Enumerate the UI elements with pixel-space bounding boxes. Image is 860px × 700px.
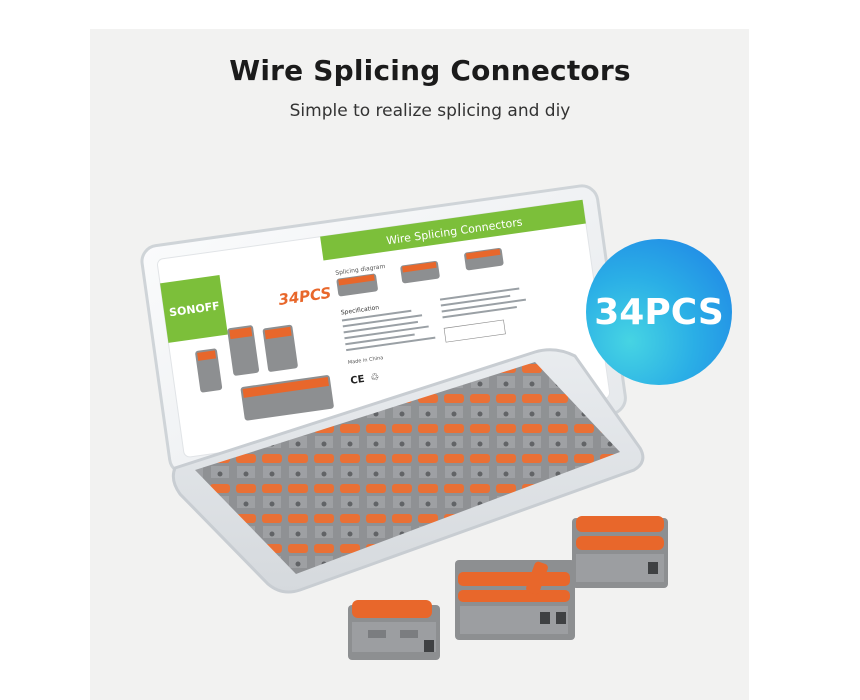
svg-text:♲: ♲: [370, 372, 380, 384]
label-banner: [320, 199, 586, 261]
quantity-badge: 34PCS: [586, 239, 732, 385]
box-tray: [171, 348, 645, 594]
connector-rows: [195, 362, 620, 574]
connector-single: [348, 600, 440, 660]
connector-double: [572, 516, 668, 588]
page-title: Wire Splicing Connectors: [229, 54, 631, 87]
label-brand-block: [160, 275, 228, 343]
made-in: Made in China: [348, 355, 384, 366]
page-subtitle: Simple to realize splicing and diy: [289, 101, 571, 121]
connector-triple: [455, 560, 575, 640]
svg-text:CE: CE: [350, 374, 366, 387]
